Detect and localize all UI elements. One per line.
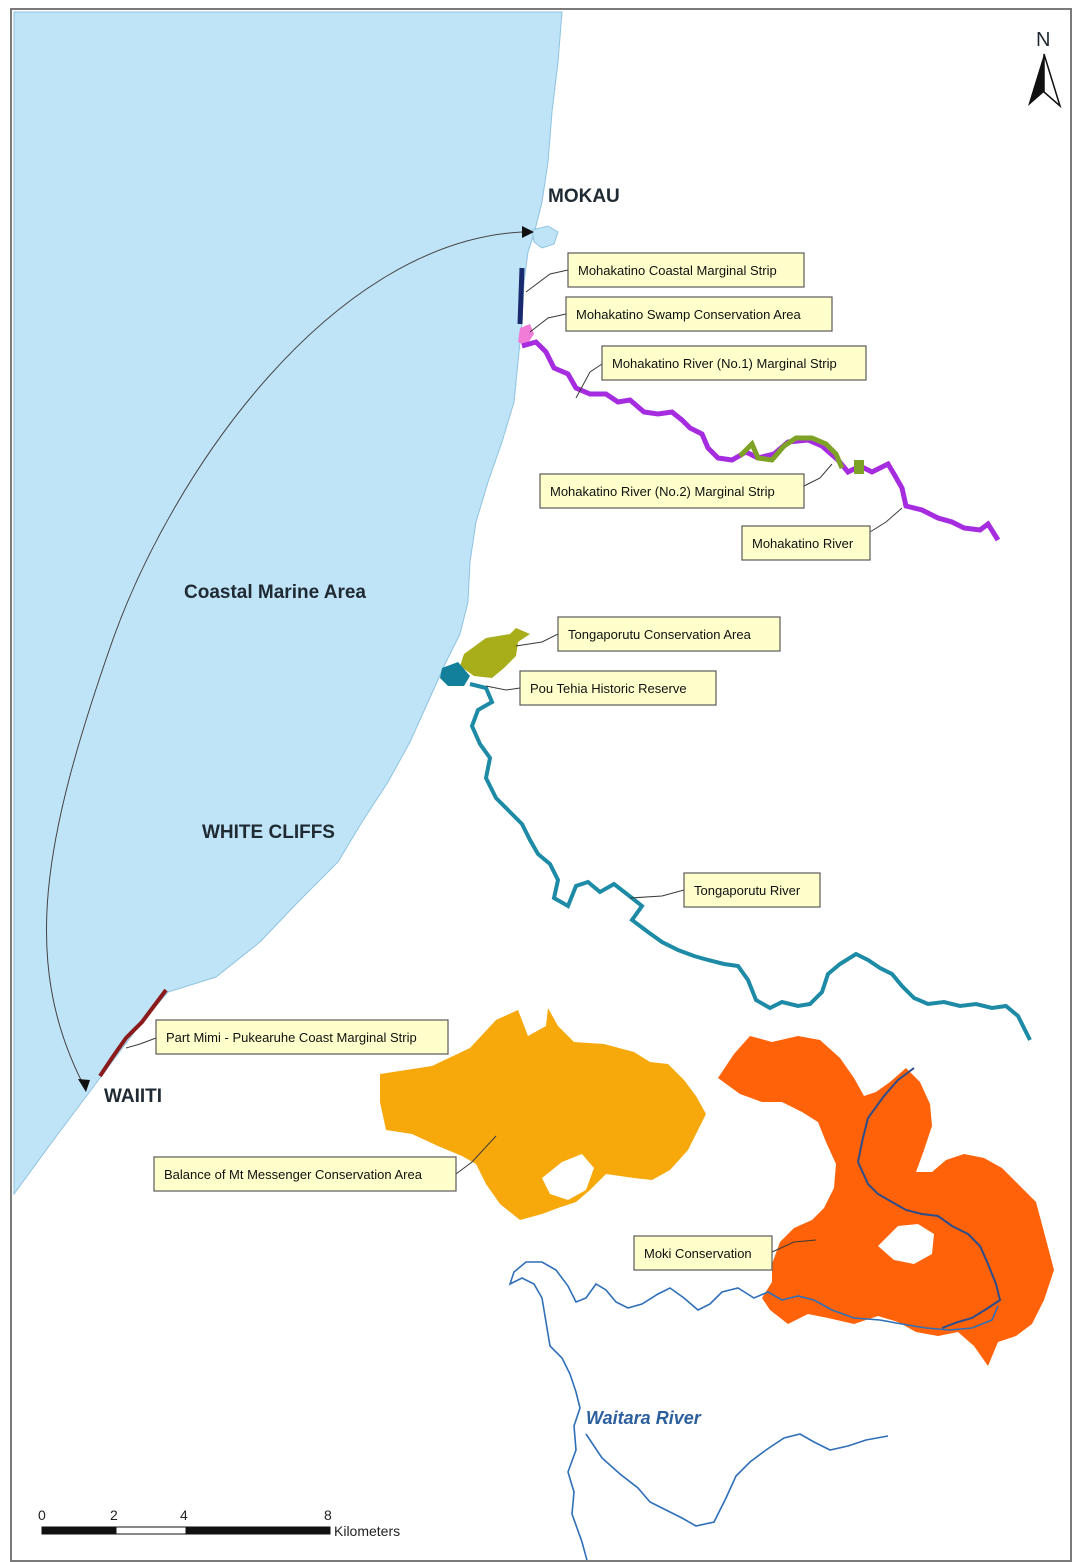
callout-part-mimi[interactable]: Part Mimi - Pukearuhe Coast Marginal Str…	[125, 1019, 449, 1055]
map-canvas[interactable]: N Waitara River MOKAU Coastal Marine Are…	[12, 10, 1072, 1562]
callout-mohakatino-river-1[interactable]: Mohakatino River (No.1) Marginal Strip	[575, 345, 867, 399]
scale-tick-8: 8	[324, 1507, 332, 1523]
callout-mohakatino-coastal[interactable]: Mohakatino Coastal Marginal Strip	[525, 252, 805, 293]
callout-tongaporutu-conservation[interactable]: Tongaporutu Conservation Area	[515, 616, 781, 652]
scale-unit: Kilometers	[334, 1523, 400, 1539]
map-frame: N Waitara River MOKAU Coastal Marine Are…	[10, 8, 1072, 1562]
callout-pou-tehia[interactable]: Pou Tehia Historic Reserve	[485, 670, 717, 706]
callout-moki[interactable]: Moki Conservation	[633, 1235, 817, 1271]
mohakatino-river-no2	[738, 435, 845, 469]
label-waiiti: WAIITI	[104, 1086, 162, 1107]
callout-tongaporutu-river-text: Tongaporutu River	[694, 883, 801, 898]
scale-tick-2: 2	[110, 1507, 118, 1523]
moki-gap	[878, 1224, 934, 1264]
mohakatino-coastal-strip	[517, 267, 525, 325]
callout-tongaporutu-conservation-text: Tongaporutu Conservation Area	[568, 627, 752, 642]
mohakatino-swamp	[518, 324, 534, 346]
extent-arrow-head-bottom	[78, 1079, 90, 1092]
mohakatino-river	[521, 339, 1001, 542]
label-mokau: MOKAU	[548, 186, 620, 207]
label-coastal-marine-area: Coastal Marine Area	[184, 582, 366, 603]
tongaporutu-conservation-area	[460, 628, 530, 678]
callout-mohakatino-coastal-text: Mohakatino Coastal Marginal Strip	[578, 263, 777, 278]
waitara-river	[508, 1261, 999, 1560]
callout-mt-messenger[interactable]: Balance of Mt Messenger Conservation Are…	[153, 1135, 497, 1192]
mokau-estuary	[531, 225, 559, 249]
callout-mohakatino-river-1-text: Mohakatino River (No.1) Marginal Strip	[612, 356, 837, 371]
waitara-river-label: Waitara River	[586, 1408, 702, 1428]
callout-moki-text: Moki Conservation	[644, 1246, 752, 1261]
callout-pou-tehia-text: Pou Tehia Historic Reserve	[530, 681, 687, 696]
callout-mohakatino-river-2-text: Mohakatino River (No.2) Marginal Strip	[550, 484, 775, 499]
callout-part-mimi-text: Part Mimi - Pukearuhe Coast Marginal Str…	[166, 1030, 417, 1045]
north-label: N	[1036, 29, 1050, 51]
scale-tick-0: 0	[38, 1507, 46, 1523]
callout-mohakatino-river-2[interactable]: Mohakatino River (No.2) Marginal Strip	[539, 463, 833, 509]
mimi-coast-strip	[98, 988, 168, 1078]
moki-conservation-area	[718, 1036, 1054, 1366]
callout-mohakatino-river[interactable]: Mohakatino River	[741, 507, 903, 561]
mt-messenger-gap	[542, 1154, 594, 1200]
pou-tehia-historic-reserve	[440, 662, 470, 686]
callout-mohakatino-swamp-text: Mohakatino Swamp Conservation Area	[576, 307, 802, 322]
scale-tick-4: 4	[180, 1507, 188, 1523]
mt-messenger-conservation-area	[380, 1008, 706, 1220]
north-arrow-icon	[1028, 53, 1062, 109]
extent-arrow-head-top	[522, 226, 534, 238]
scale-bar: 0 2 4 8 Kilometers	[38, 1507, 400, 1539]
extent-arrow	[45, 231, 523, 1083]
tongaporutu-river	[469, 682, 1032, 1041]
label-white-cliffs: WHITE CLIFFS	[202, 822, 335, 843]
waitara-tributary	[585, 1433, 889, 1527]
river-no2-patch	[854, 460, 864, 474]
callout-mohakatino-swamp[interactable]: Mohakatino Swamp Conservation Area	[529, 296, 833, 333]
callout-tongaporutu-river[interactable]: Tongaporutu River	[629, 872, 821, 908]
callout-mt-messenger-text: Balance of Mt Messenger Conservation Are…	[164, 1167, 423, 1182]
callout-mohakatino-river-text: Mohakatino River	[752, 536, 854, 551]
moki-stream	[856, 1067, 1002, 1329]
coastal-marine-area-sea	[13, 11, 563, 1196]
